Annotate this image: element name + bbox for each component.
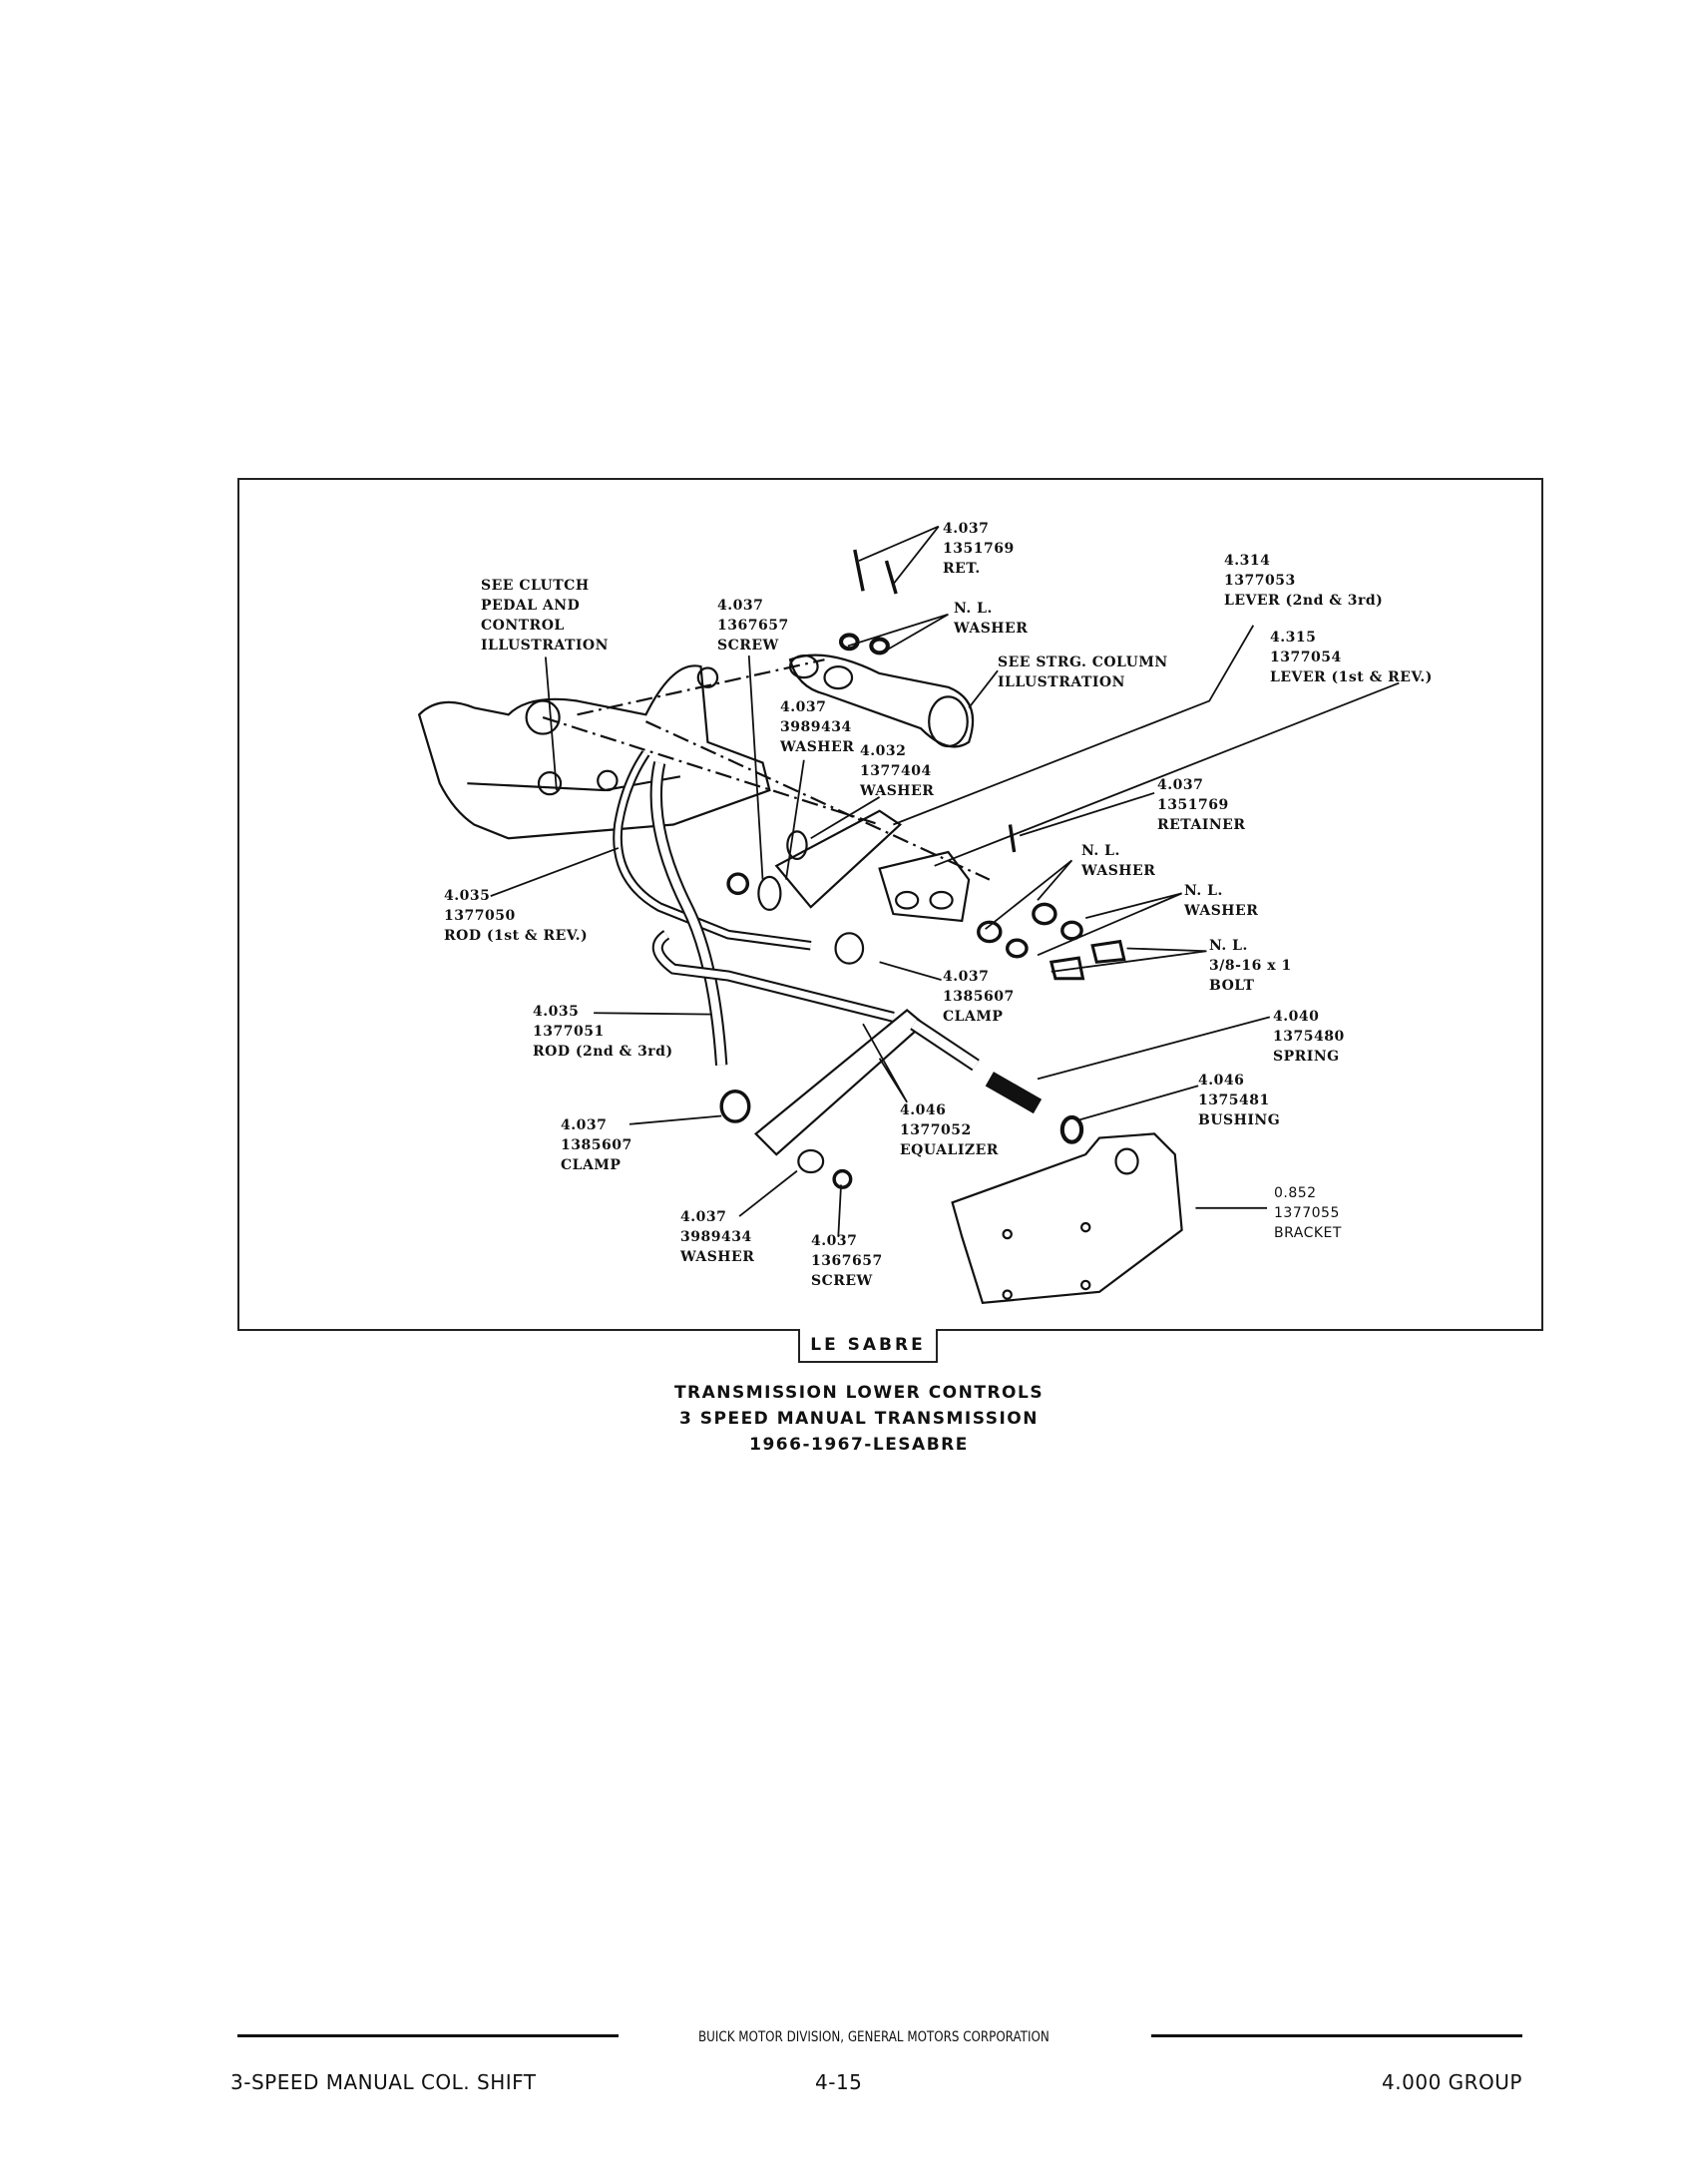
label-nl-washer-mid: N. L.WASHER: [1081, 843, 1156, 879]
lever-bracket: [878, 850, 971, 923]
model-tab: LE SABRE: [798, 1329, 938, 1363]
leader-lines: [490, 525, 1400, 1237]
frame-divider: [936, 1329, 1541, 1331]
footer-group: 4.000 GROUP: [1382, 2070, 1522, 2094]
label-nl-washer-right: N. L.WASHER: [1184, 883, 1259, 919]
diagram-frame: [237, 478, 1543, 1331]
footer-page-number: 4-15: [815, 2070, 863, 2094]
footer-section: 3-SPEED MANUAL COL. SHIFT: [230, 2070, 537, 2094]
lever-2nd-3rd: [774, 809, 903, 909]
spring: [985, 1072, 1043, 1114]
frame-divider: [237, 1329, 798, 1331]
caption-line-1: TRANSMISSION LOWER CONTROLS: [673, 1383, 1045, 1403]
caption-line-3: 1966-1967-LESABRE: [749, 1435, 969, 1455]
footer-rule-left: [237, 2034, 619, 2037]
transmission-housing: [417, 664, 771, 840]
label-nl-washer-top: N. L.WASHER: [954, 601, 1029, 637]
footer-rule-right: [1151, 2034, 1522, 2037]
footer-publisher: BUICK MOTOR DIVISION, GENERAL MOTORS COR…: [698, 2029, 1050, 2045]
shift-lever-plate: [788, 654, 975, 748]
caption-line-2: 3 SPEED MANUAL TRANSMISSION: [679, 1409, 1039, 1429]
bracket: [951, 1132, 1183, 1305]
